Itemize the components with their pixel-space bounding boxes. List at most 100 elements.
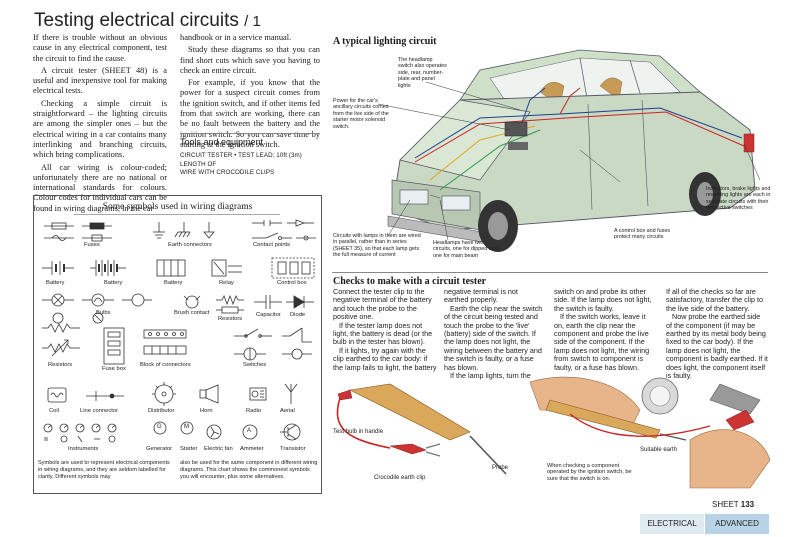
checks-column-4: If all of the checks so far are satisfac… — [666, 287, 768, 380]
intro-paragraph: Checking a simple circuit is straightfor… — [33, 98, 167, 160]
tools-heading: Tools and equipment — [180, 137, 264, 147]
label-coil: Coil — [49, 408, 59, 414]
checks-heading: Checks to make with a circuit tester — [333, 276, 487, 287]
starter-icon — [180, 421, 194, 435]
label-relay: Relay — [219, 280, 234, 286]
switch-icon — [234, 327, 312, 361]
label-ammeter: Ammeter — [240, 446, 264, 452]
fuse-box-icon — [103, 327, 125, 365]
generator-letter: G — [157, 424, 162, 430]
checks-paragraph: negative terminal is not earthed properl… — [444, 287, 518, 305]
intro-paragraph: handbook or in a service manual. — [180, 33, 292, 42]
callout-power-source: Power for the car's ancillary circuits c… — [333, 98, 389, 130]
label-fuses: Fuses — [84, 242, 100, 248]
checks-paragraph: If it lights, try again with the clip ea… — [333, 345, 437, 372]
intro-paragraph: A circuit tester (SHEET 48) is a useful … — [33, 65, 167, 96]
checks-column-1: Connect the tester clip to the negative … — [333, 287, 437, 372]
symbols-panel: Some symbols used in wiring diagrams — [33, 195, 322, 494]
contact-points-icon — [252, 219, 316, 241]
tools-list: CIRCUIT TESTER • TEST LEAD: 10ft (3m) LE… — [180, 152, 328, 178]
intro-paragraph: For example, if you know that the power … — [180, 78, 320, 149]
line-connector-icon — [86, 391, 124, 401]
fuse-icon — [44, 222, 112, 242]
earth-connector-icon — [153, 222, 215, 239]
label-starter: Starter — [180, 446, 198, 452]
radio-icon — [249, 387, 267, 401]
symbols-drawing — [42, 219, 316, 443]
instrument-icon — [43, 423, 117, 443]
checks-paragraph: If all of the checks so far are satisfac… — [666, 287, 763, 313]
crocodile-clip-icon — [569, 409, 755, 437]
label-battery: Battery — [46, 280, 65, 286]
section-tab: ELECTRICAL — [640, 514, 704, 534]
page-part: / 1 — [244, 13, 261, 30]
checks-paragraph: switch on and probe its other side. If t… — [554, 287, 652, 313]
label-line-connector: Line connector — [80, 408, 119, 414]
crocodile-clip-icon — [389, 443, 441, 457]
checks-paragraph: Connect the tester clip to the negative … — [333, 287, 432, 322]
car-lighting-illustration — [377, 49, 761, 252]
sheet-label: SHEET 133 — [712, 500, 755, 509]
label-crocodile-clip: Crocodile earth clip — [374, 475, 426, 481]
label-diode: Diode — [290, 312, 306, 318]
checks-column-2: negative terminal is not earthed properl… — [444, 287, 544, 381]
aerial-icon — [284, 383, 298, 404]
label-contact-points: Contact points — [253, 242, 291, 248]
callout-control-box: A control box and fuses protect many cir… — [614, 228, 671, 241]
callout-headlamp-switch: The headlamp switch also operates side, … — [398, 57, 447, 89]
label-resistors: Resistors — [218, 316, 243, 322]
test-lead-icon — [336, 397, 391, 449]
diode-icon — [286, 295, 314, 309]
distributor-icon — [152, 382, 176, 406]
level-tab: ADVANCED — [705, 514, 769, 534]
brush-contact-icon — [183, 295, 201, 309]
label-resistors-2: Resistors — [48, 362, 73, 368]
intro-paragraph: Study these diagrams so that you can fin… — [180, 45, 320, 75]
coil-icon — [47, 387, 67, 403]
symbols-note-left: Symbols are used to represent electrical… — [38, 460, 170, 480]
label-generator: Generator — [146, 446, 173, 452]
horn-icon — [199, 384, 219, 404]
intro-column-1: If there is trouble without an obvious c… — [33, 33, 167, 216]
label-aerial: Aerial — [280, 408, 295, 414]
label-bulbs: Bulbs — [96, 310, 111, 316]
tools-rule — [180, 133, 320, 134]
checks-rule — [332, 272, 768, 273]
sheet-number: 133 — [740, 500, 755, 509]
starter-letter: M — [184, 424, 189, 430]
lighting-heading: A typical lighting circuit — [333, 36, 437, 47]
capacitor-icon — [254, 295, 282, 309]
label-test-bulb: Test bulb in handle — [333, 429, 384, 435]
label-capacitor: Capacitor — [256, 312, 281, 318]
label-distributor: Distributor — [148, 408, 175, 414]
circuit-tester-illustration — [336, 376, 771, 489]
variable-resistor-icon — [42, 323, 80, 357]
label-switches: Switches — [243, 362, 267, 368]
label-horn: Horn — [200, 408, 213, 414]
label-block-of-connectors: Block of connectors — [140, 362, 191, 368]
label-brush-contact: Brush contact — [174, 310, 210, 316]
checks-paragraph: Earth the clip near the switch of the ci… — [444, 303, 543, 372]
intro-paragraph: All car wiring is colour-coded; unfortun… — [33, 162, 167, 213]
label-suitable-earth: Suitable earth — [640, 447, 678, 453]
bulb-icon — [42, 293, 152, 324]
electric-fan-icon — [206, 424, 222, 440]
car-body-icon — [387, 49, 756, 252]
label-control-box: Control box — [277, 280, 307, 286]
label-radio: Radio — [246, 408, 262, 414]
page-title: Testing electrical circuits / 1 — [34, 10, 261, 31]
tools-line: CIRCUIT TESTER • TEST LEAD: 10ft (3m) LE… — [180, 152, 302, 168]
symbols-note-right: also be used for the same component in d… — [180, 460, 318, 480]
checks-paragraph: If the tester lamp does not light, the b… — [333, 320, 433, 347]
symbols-heading-rule — [74, 214, 280, 215]
relay-icon — [211, 259, 242, 277]
transistor-icon — [280, 423, 301, 441]
checks-paragraph: If the lamp lights, turn the — [450, 371, 531, 381]
label-ignition-note: When checking a component operated by th… — [547, 463, 632, 482]
checks-paragraph: If the switch works, leave it on, earth … — [554, 312, 650, 372]
callout-headlamps: Headlamps have two circuits, one for dip… — [433, 240, 498, 259]
test-probe-icon — [337, 383, 507, 475]
intro-paragraph: If there is trouble without an obvious c… — [33, 33, 167, 63]
checks-column-3: switch on and probe its other side. If t… — [554, 287, 654, 372]
battery-icon — [42, 259, 186, 277]
